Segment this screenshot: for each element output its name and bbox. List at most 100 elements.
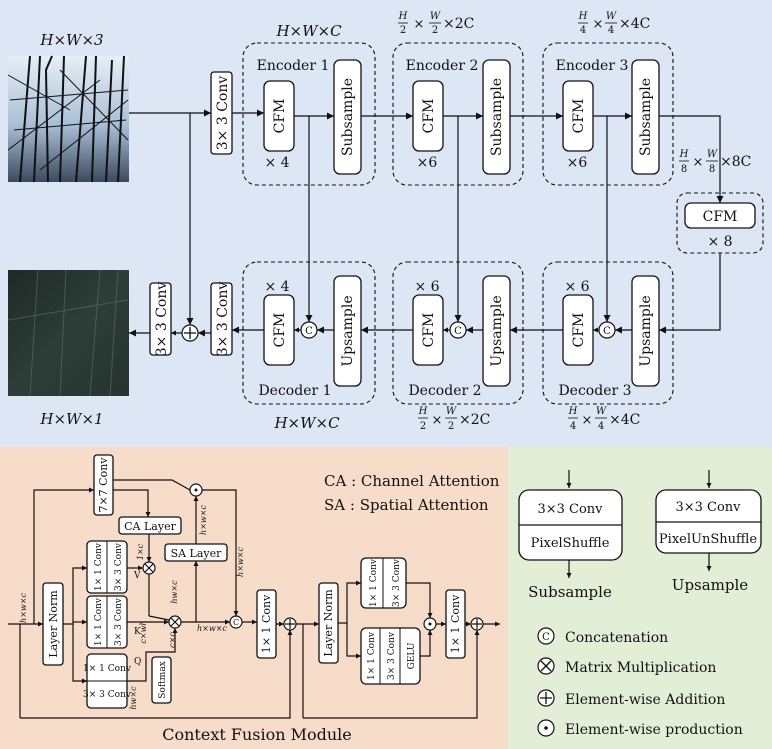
svg-text:1× 1 Conv: 1× 1 Conv [83, 664, 132, 674]
concat-op-1: C [300, 321, 318, 339]
svg-text:H: H [398, 11, 408, 22]
addition-icon [537, 689, 555, 707]
svg-text:×4C: ×4C [619, 16, 650, 32]
concat-op-3: C [598, 321, 616, 339]
svg-text:2: 2 [420, 421, 426, 432]
svg-text:×: × [693, 155, 704, 170]
svg-text:4: 4 [598, 421, 604, 432]
svg-text:H: H [679, 149, 689, 160]
decoder-3-title: Decoder 3 [558, 383, 631, 399]
svg-text:3× 3 Conv: 3× 3 Conv [114, 542, 124, 591]
head-conv-a-block [149, 282, 172, 356]
legend-production: Element-wise production [565, 722, 743, 738]
input-image [7, 55, 129, 183]
upsample-label: Upsample [489, 295, 505, 366]
network-arrows [129, 109, 724, 337]
svg-text:C: C [305, 326, 313, 337]
output-conv1-label: 1× 1 Conv [449, 594, 462, 653]
subsample-label: Subsample [340, 78, 356, 156]
layer-norm-2-label: Layer Norm [322, 589, 335, 657]
cfm-label: CFM [421, 313, 437, 348]
product-op-1 [189, 483, 203, 497]
softmax-block [151, 656, 172, 704]
svg-text:4: 4 [570, 421, 576, 432]
bottleneck-dims: H 8 × W 8 ×8C [679, 149, 752, 175]
svg-text:8: 8 [709, 164, 715, 175]
matmul-op-1 [142, 561, 156, 575]
dim-hxwxc-bottom: h×w×c [197, 624, 227, 633]
encoder-2-title: Encoder 2 [406, 58, 479, 74]
decoder-2-repeat: × 6 [414, 279, 439, 295]
ca-legend: CA : Channel Attention [324, 472, 500, 490]
decoder-1-dims: H×W×C [273, 414, 340, 432]
sa-legend: SA : Spatial Attention [324, 496, 489, 514]
svg-text:3× 3 Conv: 3× 3 Conv [114, 597, 124, 646]
encoder-1-container [242, 42, 376, 186]
add-op-2 [470, 617, 484, 631]
bottleneck-repeat: × 8 [707, 234, 732, 250]
cfm-panel [0, 447, 508, 749]
svg-text:×: × [414, 17, 425, 32]
svg-text:3× 3 Conv: 3× 3 Conv [83, 690, 132, 700]
svg-text:H: H [568, 406, 578, 417]
svg-text:×: × [593, 17, 604, 32]
upsample-label: Upsample [340, 295, 356, 366]
add-op-1 [283, 617, 297, 631]
encoder-3-title: Encoder 3 [556, 58, 629, 74]
svg-text:W: W [446, 406, 457, 417]
svg-text:2: 2 [432, 25, 438, 36]
svg-text:W: W [606, 11, 617, 22]
product-op-2 [423, 617, 437, 631]
legend: 3×3 Conv PixelShuffle Subsample 3×3 Conv… [518, 470, 762, 738]
head-conv-b-label: 3× 3 Conv [215, 282, 231, 357]
matmul-icon [537, 657, 555, 675]
cfm-label: CFM [272, 313, 288, 348]
dim-hwxc-sa: hw×c [170, 580, 179, 604]
q-branch: 1× 1 Conv 3× 3 Conv [83, 653, 132, 709]
encoder-2-repeat: ×6 [417, 155, 438, 171]
dim-hwxc-q: hw×c [129, 686, 138, 710]
upsample-def-conv: 3×3 Conv [675, 500, 741, 515]
q-label: Q [134, 657, 141, 667]
decoder-3-container [542, 261, 674, 405]
legend-addition: Element-wise Addition [565, 692, 725, 708]
svg-text:3× 3 Conv: 3× 3 Conv [392, 558, 402, 607]
ffn-lower-branch: 1× 1 Conv 3× 3 Conv GELU [360, 627, 421, 685]
subsample-def-op: PixelShuffle [531, 536, 610, 551]
svg-text:1× 1 Conv: 1× 1 Conv [94, 542, 104, 591]
encoder-2-subsample [482, 59, 511, 175]
cfm-label: CFM [421, 99, 437, 134]
subsample-def-conv: 3×3 Conv [537, 502, 603, 517]
svg-text:C: C [603, 326, 611, 337]
svg-text:1× 1 Conv: 1× 1 Conv [94, 597, 104, 646]
encoder-1-repeat: × 4 [264, 155, 289, 171]
svg-text:C: C [542, 632, 550, 643]
dim-hxwxc-top: h×w×c [199, 505, 208, 535]
svg-text:C: C [233, 618, 239, 627]
legend-matmul: Matrix Multiplication [565, 660, 716, 676]
svg-text:1× 1 Conv: 1× 1 Conv [367, 631, 377, 680]
decoder-2-dims: H 2 × W 2 ×2C [418, 406, 491, 432]
svg-text:W: W [596, 406, 607, 417]
matmul-op-2 [168, 615, 182, 629]
cfm-label: CFM [272, 99, 288, 134]
conv7-block [93, 454, 114, 516]
svg-text:8: 8 [681, 164, 687, 175]
svg-text:4: 4 [580, 25, 586, 36]
subsample-def-title: Subsample [528, 583, 612, 601]
svg-text:C: C [454, 326, 462, 337]
svg-text:×2C: ×2C [459, 412, 490, 428]
svg-text:H: H [418, 406, 428, 417]
cfm-title: Context Fusion Module [162, 725, 352, 744]
upsample-def-title: Upsample [672, 576, 749, 594]
stem-conv-label: 3× 3 Conv [215, 76, 231, 151]
dim-1xc: 1×c [136, 543, 145, 560]
dim-cxc: c×c [168, 632, 177, 648]
decoder-1-title: Decoder 1 [258, 383, 331, 399]
encoder-2-dims: H 2 × W 2 ×2C [398, 11, 475, 36]
network-diagram: H×W×3 H×W×1 [7, 11, 764, 432]
dim-cxwh: c×wh [139, 620, 148, 643]
v-label: V [133, 571, 141, 581]
decoder-1-repeat: × 4 [264, 279, 289, 295]
upsample-label: Upsample [638, 295, 654, 366]
